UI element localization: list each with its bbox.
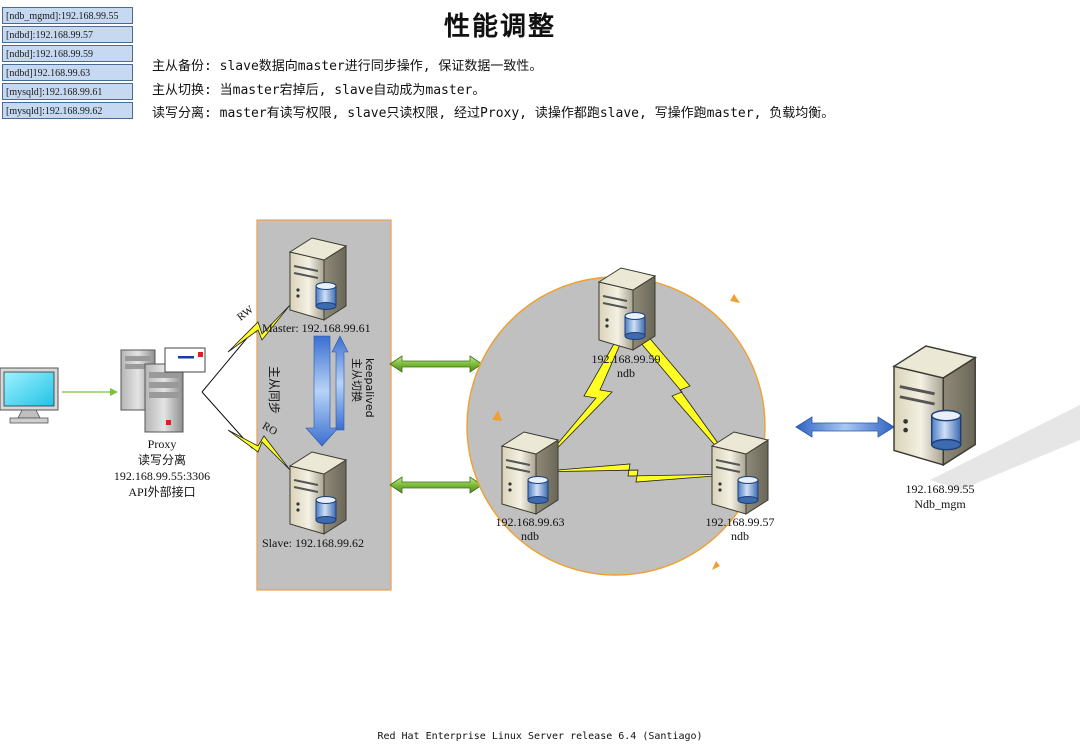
cluster-mgm-arrow bbox=[795, 416, 895, 438]
proxy-labels: Proxy 读写分离 192.168.99.55:3306 API外部接口 bbox=[96, 436, 228, 500]
legend: [ndb_mgmd]:192.168.99.55 [ndbd]:192.168.… bbox=[2, 7, 133, 121]
legend-item: [ndbd]:192.168.99.59 bbox=[2, 45, 133, 62]
ndb-node-59-icon bbox=[598, 267, 656, 351]
description-rw-split: 读写分离: master有读写权限, slave只读权限, 经过Proxy, 读… bbox=[152, 106, 835, 121]
keepalived-label: keepalived bbox=[363, 358, 376, 418]
mgm-server-icon bbox=[892, 344, 977, 467]
ndb-node-63-label: 192.168.99.63 ndb bbox=[484, 515, 576, 543]
ndb-node-ip: 192.168.99.63 bbox=[495, 515, 565, 529]
proxy-api: API外部接口 bbox=[128, 485, 196, 499]
master-server-icon bbox=[289, 237, 347, 321]
mgm-ip: 192.168.99.55 bbox=[905, 482, 975, 496]
mgm-name: Ndb_mgm bbox=[914, 497, 966, 511]
proxy-address: 192.168.99.55:3306 bbox=[113, 469, 211, 483]
legend-item: [ndb_mgmd]:192.168.99.55 bbox=[2, 7, 133, 24]
ndb-node-57-label: 192.168.99.57 ndb bbox=[694, 515, 786, 543]
proxy-server-icon bbox=[120, 347, 206, 433]
ndb-node-role: ndb bbox=[731, 529, 749, 543]
ndb-node-63-icon bbox=[501, 431, 559, 515]
master-label: Master: 192.168.99.61 bbox=[262, 321, 371, 335]
legend-item: [ndbd]:192.168.99.57 bbox=[2, 26, 133, 43]
description-failover: 主从切换: 当master宕掉后, slave自动成为master。 bbox=[152, 83, 486, 98]
legend-item: [mysqld]:192.168.99.62 bbox=[2, 102, 133, 119]
proxy-role: 读写分离 bbox=[137, 453, 186, 467]
ndb-node-ip: 192.168.99.57 bbox=[705, 515, 775, 529]
mysql-cluster-arrow-top bbox=[389, 355, 483, 373]
ndb-node-ip: 192.168.99.59 bbox=[591, 352, 661, 366]
slave-label: Slave: 192.168.99.62 bbox=[262, 536, 364, 550]
legend-item: [mysqld]:192.168.99.61 bbox=[2, 83, 133, 100]
description-backup: 主从备份: slave数据向master进行同步操作, 保证数据一致性。 bbox=[152, 59, 543, 74]
ndb-node-59-label: 192.168.99.59 ndb bbox=[580, 352, 672, 380]
sync-label: 主从同步 bbox=[267, 366, 281, 415]
keepalived-labels: keepalived 主从切换 bbox=[350, 358, 376, 418]
mgm-label: 192.168.99.55 Ndb_mgm bbox=[894, 482, 986, 512]
client-monitor-icon bbox=[0, 367, 59, 424]
ndb-node-role: ndb bbox=[617, 366, 635, 380]
slave-server-icon bbox=[289, 451, 347, 535]
replication-arrows-icon bbox=[305, 335, 349, 447]
legend-item: [ndbd]192.168.99.63 bbox=[2, 64, 133, 81]
rw-link bbox=[201, 331, 258, 393]
proxy-name: Proxy bbox=[147, 437, 177, 451]
page-title: 性能调整 bbox=[443, 12, 556, 42]
ndb-node-57-icon bbox=[711, 431, 769, 515]
footer: Red Hat Enterprise Linux Server release … bbox=[377, 731, 703, 742]
switch-label: 主从切换 bbox=[350, 358, 363, 402]
mgm-shadow bbox=[930, 405, 1080, 490]
ndb-node-role: ndb bbox=[521, 529, 539, 543]
mysql-cluster-arrow-bottom bbox=[389, 476, 483, 494]
